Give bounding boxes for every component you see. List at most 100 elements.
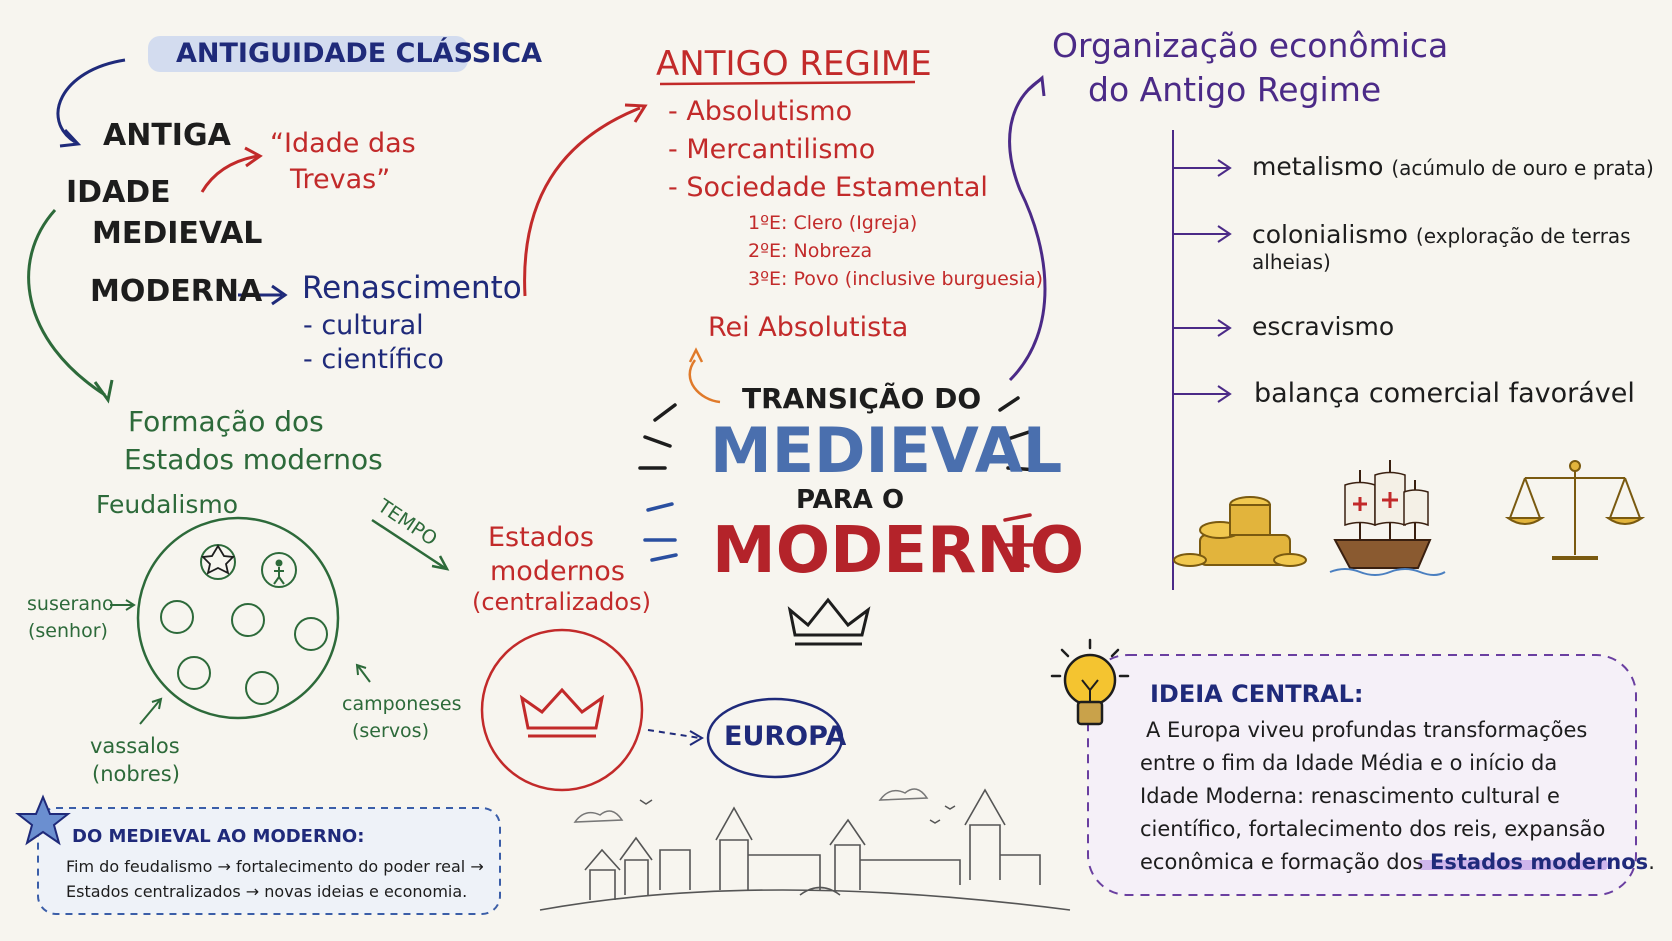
arrow-head <box>431 555 450 571</box>
estados-line2: modernos <box>490 556 625 587</box>
economy-branch-arrows <box>1173 159 1232 403</box>
cloud-icons <box>573 788 929 823</box>
econ-item-main: colonialismo <box>1252 220 1408 249</box>
ideia-title: IDEIA CENTRAL: <box>1150 680 1364 708</box>
arrow-trevas <box>200 154 259 193</box>
transicao-label: TRANSIÇÃO DO <box>742 382 982 415</box>
lightbulb-icon <box>1050 638 1130 726</box>
title-burst-blue <box>643 502 678 562</box>
ideia-line-2: Idade Moderna: renascimento cultural e <box>1140 784 1560 808</box>
tempo-arrow <box>371 518 446 570</box>
medieval-label: MEDIEVAL <box>92 216 263 251</box>
bird-icons <box>639 799 956 824</box>
feudal-arrows <box>110 599 371 725</box>
trevas-line2: Trevas” <box>290 164 391 195</box>
formacao-line2: Estados modernos <box>124 443 383 476</box>
arrow-antigo-regime <box>523 106 641 297</box>
feudalismo-label: Feudalismo <box>96 490 238 519</box>
antiguidade-highlight <box>148 36 468 72</box>
europa-ellipse <box>706 697 844 779</box>
title-burst <box>638 396 1040 472</box>
formacao-line1: Formação dos <box>128 405 324 438</box>
renascimento-label: Renascimento <box>302 270 522 306</box>
econ-item-main: escravismo <box>1252 312 1395 341</box>
highlight-bar <box>1418 860 1608 870</box>
ideia-line-4-text: econômica e formação dos <box>1140 850 1424 874</box>
econ-item-balanca: balança comercial favorável <box>1254 378 1635 409</box>
rei-absolutista-label: Rei Absolutista <box>708 312 909 343</box>
vassalos-label: vassalos <box>90 734 180 758</box>
estados-line3: (centralizados) <box>472 588 651 616</box>
arrow-head <box>244 146 263 168</box>
servos-label: (servos) <box>352 720 429 742</box>
arrow-organizacao <box>1008 78 1047 382</box>
castle-illustration <box>539 788 1071 911</box>
econ-item-note: (exploração de terras <box>1415 224 1631 248</box>
ideia-line-1: entre o fim da Idade Média e o início da <box>1140 751 1558 775</box>
ideia-highlight: Estados modernos <box>1430 850 1649 874</box>
idade-label: IDADE <box>66 175 171 210</box>
econ-item-note: (acúmulo de ouro e prata) <box>1391 156 1654 180</box>
summary-title: DO MEDIEVAL AO MODERNO: <box>72 826 365 847</box>
regime-item-sociedade: - Sociedade Estamental <box>668 172 988 203</box>
ship-icon <box>1329 460 1446 576</box>
arrow-head <box>271 284 288 306</box>
ideia-line-0: A Europa viveu profundas transformações <box>1146 718 1588 742</box>
regime-item-absolutismo: - Absolutismo <box>668 96 853 127</box>
econ-item-metalismo: metalismo (acúmulo de ouro e prata) <box>1252 152 1654 181</box>
econ-item-main: balança comercial favorável <box>1254 378 1635 409</box>
star-badge-icon <box>15 794 71 846</box>
nobres-label: (nobres) <box>92 762 180 786</box>
econ-item-colonialismo-cont: alheias) <box>1252 250 1331 274</box>
arrow-head <box>688 347 704 363</box>
title-burst-red <box>1003 513 1034 568</box>
econ-item-colonialismo: colonialismo (exploração de terras <box>1252 220 1631 249</box>
arrow-rei <box>688 359 721 404</box>
arrow-head <box>59 128 82 148</box>
regime-underline <box>659 80 916 86</box>
scale-icon <box>1504 460 1646 560</box>
antigo-regime-title: ANTIGO REGIME <box>656 44 932 84</box>
antiguidade-label: ANTIGUIDADE CLÁSSICA <box>176 38 543 69</box>
arrow-head <box>93 379 114 404</box>
regime-item-mercantilismo: - Mercantilismo <box>668 134 876 165</box>
person-icon-body <box>273 567 285 585</box>
senhor-label: (senhor) <box>28 620 108 642</box>
summary-line2: Estados centralizados → novas ideias e e… <box>66 882 468 901</box>
ideia-line-3: científico, fortalecimento dos reis, exp… <box>1140 817 1606 841</box>
feudal-circle <box>136 516 340 720</box>
moderna-label: MODERNA <box>90 274 263 309</box>
summary-box <box>37 807 501 915</box>
medieval-title: MEDIEVAL <box>710 414 1063 487</box>
renasc-item-cientifico: - científico <box>303 344 444 375</box>
para-o-label: PARA O <box>796 485 905 515</box>
moderno-title: MODERNO <box>712 514 1085 588</box>
ideia-box <box>1087 654 1637 896</box>
camponeses-label: camponeses <box>342 693 462 715</box>
organizacao-line2: do Antigo Regime <box>1088 70 1382 109</box>
star-icon <box>201 544 235 575</box>
arrow-formacao <box>27 208 106 397</box>
estados-circle <box>480 628 644 792</box>
econ-item-main: metalismo <box>1252 152 1384 181</box>
arrow-head <box>624 103 648 123</box>
crown-icon <box>787 597 871 646</box>
econ-item-note: alheias) <box>1252 250 1331 274</box>
arrow-head <box>689 730 704 746</box>
europa-label: EUROPA <box>724 721 847 752</box>
ideia-line-4: econômica e formação dos Estados moderno… <box>1140 850 1655 874</box>
suserano-label: suserano <box>27 593 114 615</box>
gold-coins-icon <box>1173 496 1307 567</box>
person-icon <box>275 559 283 567</box>
ideia-end: . <box>1648 850 1655 874</box>
trevas-line1: “Idade das <box>270 128 416 159</box>
renasc-item-cultural: - cultural <box>303 310 424 341</box>
red-crown-icon <box>519 687 605 738</box>
estado-clero: 1ºE: Clero (Igreja) <box>748 212 918 234</box>
arrow-head <box>1027 75 1046 97</box>
organizacao-line1: Organização econômica <box>1052 26 1449 65</box>
estado-povo: 3ºE: Povo (inclusive burguesia) <box>748 268 1044 290</box>
estado-nobreza: 2ºE: Nobreza <box>748 240 873 262</box>
feudal-nodes <box>160 544 328 705</box>
